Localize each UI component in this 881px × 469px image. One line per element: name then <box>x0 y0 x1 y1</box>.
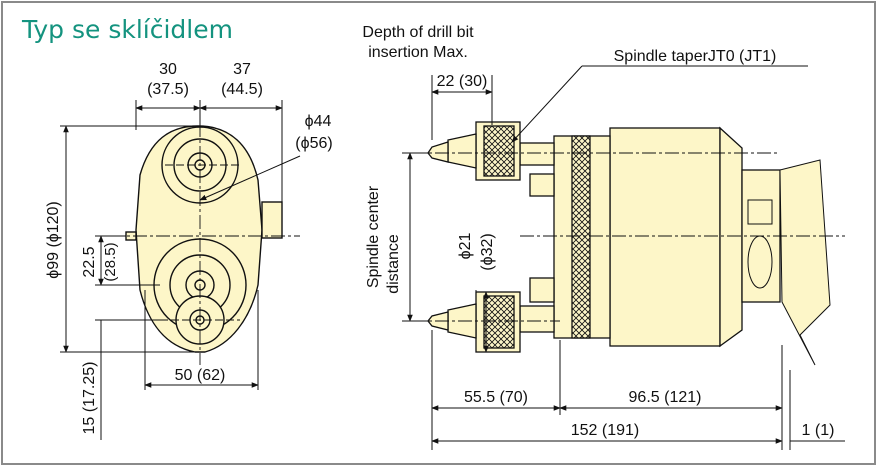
dim-len-b: 96.5 (121) <box>629 389 702 406</box>
upper-bit-tip <box>427 141 449 163</box>
spindle-label: Spindle taperJT0 (JT1) <box>614 48 777 65</box>
center-distance-line2: distance <box>385 234 402 294</box>
dim-width: 50 (62) <box>175 367 226 384</box>
dim-radius: ϕ44 <box>305 113 332 130</box>
upper-chuck-neck <box>519 142 555 166</box>
dim-radius-alt: (ϕ56) <box>295 135 332 152</box>
depth-label-line2: insertion Max. <box>368 44 468 61</box>
dim-top-right-alt: (44.5) <box>221 81 263 98</box>
dim-offset-alt: (28.5) <box>102 242 119 281</box>
lower-chuck-neck <box>519 305 555 333</box>
front-view <box>110 100 301 365</box>
side-view <box>412 65 845 366</box>
lower-nut <box>529 277 555 303</box>
center-distance-line1: Spindle center <box>365 185 382 288</box>
dim-len-tail: 1 (1) <box>802 422 835 439</box>
housing-chamfer <box>719 126 743 348</box>
upper-chuck-knurl <box>483 125 515 177</box>
dim-height: ϕ99 (ϕ120) <box>45 201 62 279</box>
front-dimensions <box>60 100 283 440</box>
radius-leader <box>199 155 301 201</box>
upper-chuck-nose <box>447 133 477 169</box>
flange-knurl <box>571 135 591 339</box>
spindle-leader <box>511 65 583 143</box>
drawing-title: Typ se sklíčidlem <box>22 15 233 44</box>
dim-top-left-alt: (37.5) <box>147 81 189 98</box>
side-dimensions <box>402 75 845 450</box>
depth-label-line1: Depth of drill bit <box>362 24 474 41</box>
dim-len-a: 55.5 (70) <box>464 389 528 406</box>
depth-value: 22 (30) <box>437 73 488 90</box>
dim-chuck: ϕ21 <box>457 233 474 260</box>
lower-chuck-knurl <box>483 295 515 349</box>
adapter-shank <box>779 159 831 366</box>
dim-lower: 15 (17.25) <box>81 362 98 435</box>
upper-nut <box>529 173 555 197</box>
front-side-bracket <box>261 201 283 239</box>
dim-chuck-alt: (ϕ32) <box>479 233 496 270</box>
dim-len-total: 152 (191) <box>571 422 640 439</box>
collar-window <box>747 199 773 225</box>
collar-oval <box>747 235 773 289</box>
main-housing <box>609 127 721 347</box>
dim-offset: 22.5 <box>81 246 98 277</box>
dim-top-right: 37 <box>233 61 251 78</box>
dim-top-left: 30 <box>159 61 177 78</box>
